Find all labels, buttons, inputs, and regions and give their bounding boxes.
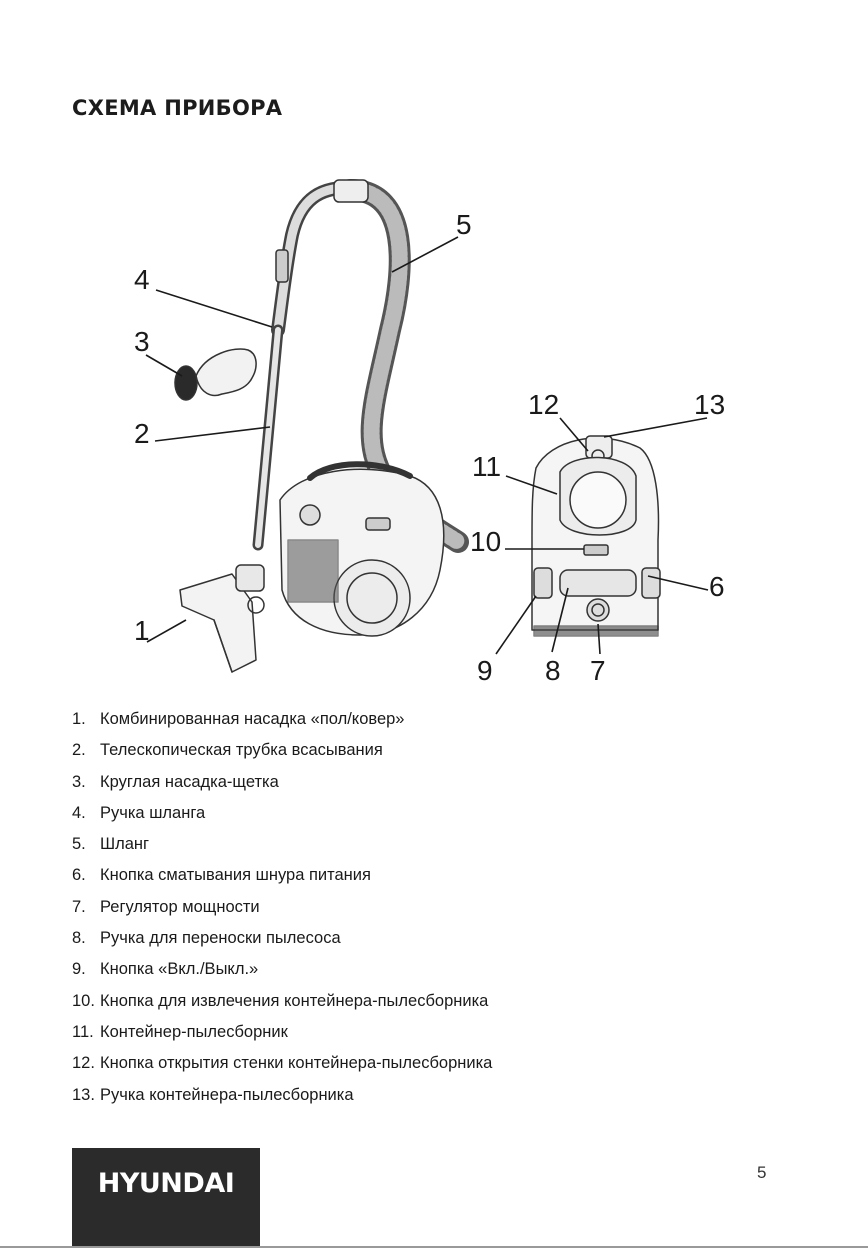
callout-13: 13 — [694, 389, 725, 420]
item-text: Кнопка сматывания шнура питания — [100, 866, 371, 885]
list-item: 6. Кнопка сматывания шнура питания — [72, 864, 492, 895]
list-item: 12. Кнопка открытия стенки контейнера-пыл… — [72, 1052, 492, 1083]
item-number: 4. — [72, 803, 86, 822]
item-number: 3. — [72, 772, 86, 791]
callout-6: 6 — [709, 571, 725, 602]
item-text: Комбинированная насадка «пол/ковер» — [100, 710, 405, 728]
callout-9: 9 — [477, 655, 493, 686]
page-title: СХЕМА ПРИБОРА — [72, 96, 283, 120]
item-text: Кнопка «Вкл./Выкл.» — [100, 960, 259, 979]
callout-leaders — [145, 236, 709, 655]
item-number: 7. — [72, 897, 86, 916]
list-item: 2. Телескопическая трубка всасывания — [72, 739, 492, 770]
item-number: 2. — [72, 741, 86, 760]
item-number: 8. — [72, 929, 86, 948]
brand-footer: HYUNDAI — [72, 1148, 260, 1248]
floor-nozzle-illustration — [179, 564, 265, 673]
callout-11: 11 — [472, 451, 501, 482]
item-number: 11. — [72, 1022, 94, 1041]
item-text: Кнопка открытия стенки контейнера-пылесб… — [100, 1054, 493, 1073]
round-brush-illustration — [174, 348, 257, 401]
item-text: Регулятор мощности — [100, 897, 260, 916]
list-item: 13. Ручка контейнера-пылесборника — [72, 1084, 492, 1115]
item-number: 10. — [72, 991, 95, 1010]
item-number: 5. — [72, 835, 86, 854]
item-number: 6. — [72, 866, 86, 885]
callout-5: 5 — [456, 209, 472, 240]
callout-4: 4 — [134, 264, 150, 295]
item-text: Контейнер-пылесборник — [100, 1022, 288, 1041]
list-item: 10. Кнопка для извлечения контейнера-пыле… — [72, 990, 492, 1021]
list-item: 11. Контейнер-пылесборник — [72, 1021, 492, 1052]
list-item: 7. Регулятор мощности — [72, 896, 492, 927]
rear-view-illustration — [531, 435, 661, 637]
callout-1: 1 — [134, 615, 150, 646]
vacuum-diagram: 1 2 3 4 5 6 7 8 9 10 11 12 13 — [134, 179, 725, 686]
vacuum-body-illustration — [279, 461, 445, 637]
list-item: 4. Ручка шланга — [72, 802, 492, 833]
list-item: 1. Комбинированная насадка «пол/ковер» — [72, 708, 492, 739]
item-text: Шланг — [100, 835, 150, 854]
item-number: 1. — [72, 710, 86, 728]
item-text: Ручка для переноски пылесоса — [100, 929, 341, 948]
list-item: 8. Ручка для переноски пылесоса — [72, 927, 492, 958]
parts-list: 1. Комбинированная насадка «пол/ковер» 2.… — [72, 708, 492, 1115]
brand-logo: HYUNDAI — [97, 1168, 235, 1199]
callout-3: 3 — [134, 326, 150, 357]
list-item: 5. Шланг — [72, 833, 492, 864]
list-item: 3. Круглая насадка-щетка — [72, 771, 492, 802]
item-number: 13. — [72, 1085, 95, 1104]
item-number: 9. — [72, 960, 86, 979]
item-text: Ручка шланга — [100, 803, 206, 822]
callout-10: 10 — [470, 526, 501, 557]
list-item: 9. Кнопка «Вкл./Выкл.» — [72, 958, 492, 989]
callout-2: 2 — [134, 418, 150, 449]
page-bottom-divider — [0, 1246, 868, 1248]
item-number: 12. — [72, 1054, 95, 1073]
item-text: Круглая насадка-щетка — [100, 772, 279, 791]
callout-7: 7 — [590, 655, 606, 686]
callout-12: 12 — [528, 389, 559, 420]
item-text: Кнопка для извлечения контейнера-пылесбо… — [100, 991, 489, 1010]
item-text: Телескопическая трубка всасывания — [100, 741, 383, 760]
item-text: Ручка контейнера-пылесборника — [100, 1085, 354, 1104]
callout-8: 8 — [545, 655, 561, 686]
page-number: 5 — [757, 1163, 767, 1182]
